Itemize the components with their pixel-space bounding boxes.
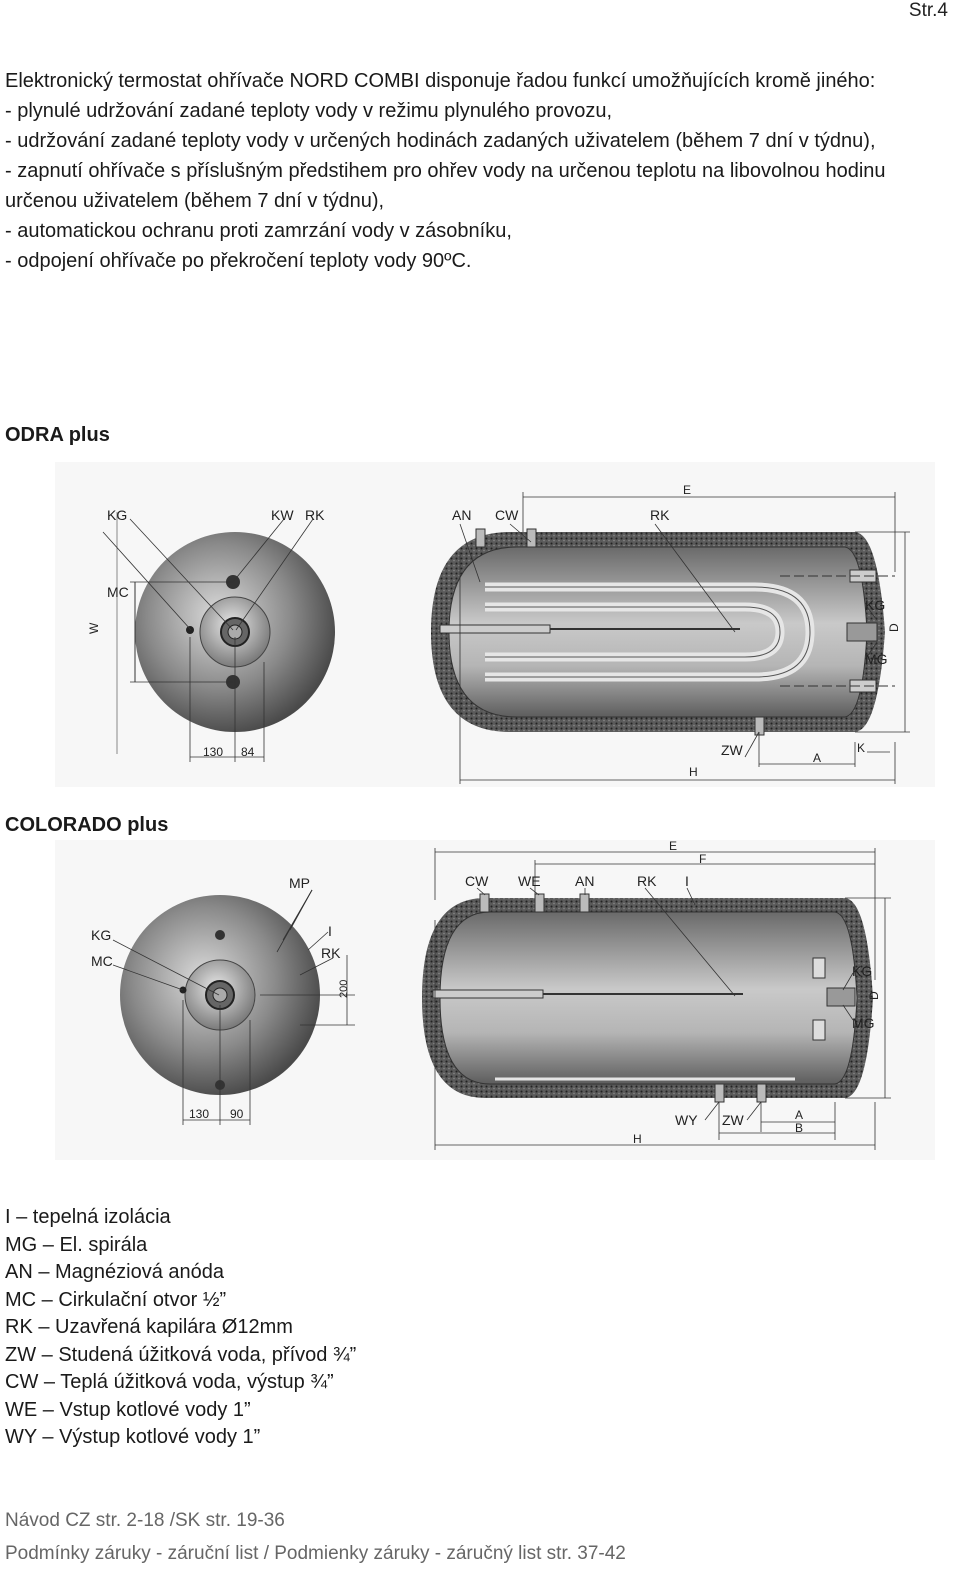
- footer-line-1: Návod CZ str. 2-18 /SK str. 19-36: [5, 1510, 285, 1531]
- colorado-label-mp: MP: [289, 875, 310, 891]
- legend-item: ZW – Studená úžitková voda, přívod ¾”: [5, 1343, 357, 1366]
- odra-dim-e: E: [683, 483, 691, 497]
- odra-dim-k: K: [857, 741, 865, 755]
- odra-dim-130: 130: [203, 745, 223, 759]
- odra-end-view: KG KW RK MC W 130 84: [87, 507, 335, 762]
- legend-item: RK – Uzavřená kapilára Ø12mm: [5, 1316, 293, 1338]
- colorado-label-mg: MG: [852, 1015, 875, 1031]
- odra-label-cw: CW: [495, 507, 519, 523]
- intro-item: - udržování zadané teploty vody v určený…: [5, 130, 876, 152]
- intro-item: - odpojení ohřívače po překročení teplot…: [5, 250, 472, 272]
- colorado-dim-e: E: [669, 840, 677, 853]
- colorado-heading: COLORADO plus: [5, 814, 169, 836]
- legend-item: MG – El. spirála: [5, 1233, 148, 1256]
- colorado-side-view: E F CW WE AN RK I KG MG D WY ZW A B H: [422, 840, 891, 1150]
- intro-lead: Elektronický termostat ohřívače NORD COM…: [5, 70, 876, 92]
- colorado-diagram: MP I RK KG MC 200 130 90: [55, 840, 935, 1160]
- intro-item: - zapnutí ohřívače s příslušným předstih…: [5, 160, 886, 212]
- odra-diagram: KG KW RK MC W 130 84: [55, 462, 935, 787]
- colorado-dim-a: A: [795, 1108, 803, 1122]
- footer-line-2: Podmínky záruky - záruční list / Podmien…: [5, 1543, 626, 1564]
- odra-label-an: AN: [452, 507, 471, 523]
- colorado-dim-f: F: [699, 852, 706, 866]
- odra-label-kw: KW: [271, 507, 294, 523]
- colorado-dim-200: 200: [338, 980, 350, 998]
- legend-item: AN – Magnéziová anóda: [5, 1261, 225, 1283]
- colorado-label-zw: ZW: [722, 1112, 745, 1128]
- legend-item: CW – Teplá úžitková voda, výstup ¾”: [5, 1371, 334, 1393]
- odra-heading: ODRA plus: [5, 424, 110, 446]
- legend: I – tepelná izolácia MG – El. spirála AN…: [5, 1204, 356, 1452]
- colorado-label-rk: RK: [321, 945, 341, 961]
- colorado-label-we: WE: [518, 873, 541, 889]
- legend-item: WY – Výstup kotlové vody 1”: [5, 1426, 261, 1448]
- intro-item: - plynulé udržování zadané teploty vody …: [5, 100, 613, 122]
- colorado-label-rk2: RK: [637, 873, 657, 889]
- legend-item: WE – Vstup kotlové vody 1”: [5, 1398, 251, 1421]
- colorado-dim-90: 90: [230, 1107, 244, 1121]
- colorado-dim-h: H: [633, 1132, 642, 1146]
- colorado-label-kg2: KG: [852, 963, 872, 979]
- colorado-label-kg: KG: [91, 927, 111, 943]
- intro-text: Elektronický termostat ohřívače NORD COM…: [5, 66, 950, 276]
- legend-item: I – tepelná izolácia: [5, 1206, 171, 1228]
- colorado-label-cw: CW: [465, 873, 489, 889]
- odra-dim-a: A: [813, 751, 821, 765]
- odra-label-mc: MC: [107, 584, 129, 600]
- odra-label-mg: MG: [865, 651, 888, 667]
- page-number: Str.4: [908, 0, 948, 21]
- odra-label-kg2: KG: [865, 597, 885, 613]
- odra-label-rk: RK: [305, 507, 325, 523]
- odra-label-kg: KG: [107, 507, 127, 523]
- odra-label-zw: ZW: [721, 742, 744, 758]
- legend-item: MC – Cirkulační otvor ½”: [5, 1288, 227, 1311]
- colorado-dim-d: D: [867, 991, 881, 1000]
- odra-dim-d: D: [887, 623, 901, 632]
- colorado-label-mc: MC: [91, 953, 113, 969]
- colorado-label-wy: WY: [675, 1112, 698, 1128]
- odra-label-w: W: [87, 622, 101, 634]
- odra-dim-84: 84: [241, 745, 255, 759]
- colorado-dim-130: 130: [189, 1107, 209, 1121]
- odra-dim-h: H: [689, 765, 698, 779]
- intro-item: - automatickou ochranu proti zamrzání vo…: [5, 220, 512, 242]
- odra-side-view: E AN CW RK KG MG D ZW K A H: [431, 483, 910, 784]
- colorado-dim-b: B: [795, 1121, 803, 1135]
- odra-label-rk2: RK: [650, 507, 670, 523]
- colorado-label-i: I: [328, 923, 332, 939]
- colorado-label-i2: I: [685, 873, 689, 889]
- colorado-label-an: AN: [575, 873, 594, 889]
- colorado-end-view: MP I RK KG MC 200 130 90: [91, 875, 355, 1125]
